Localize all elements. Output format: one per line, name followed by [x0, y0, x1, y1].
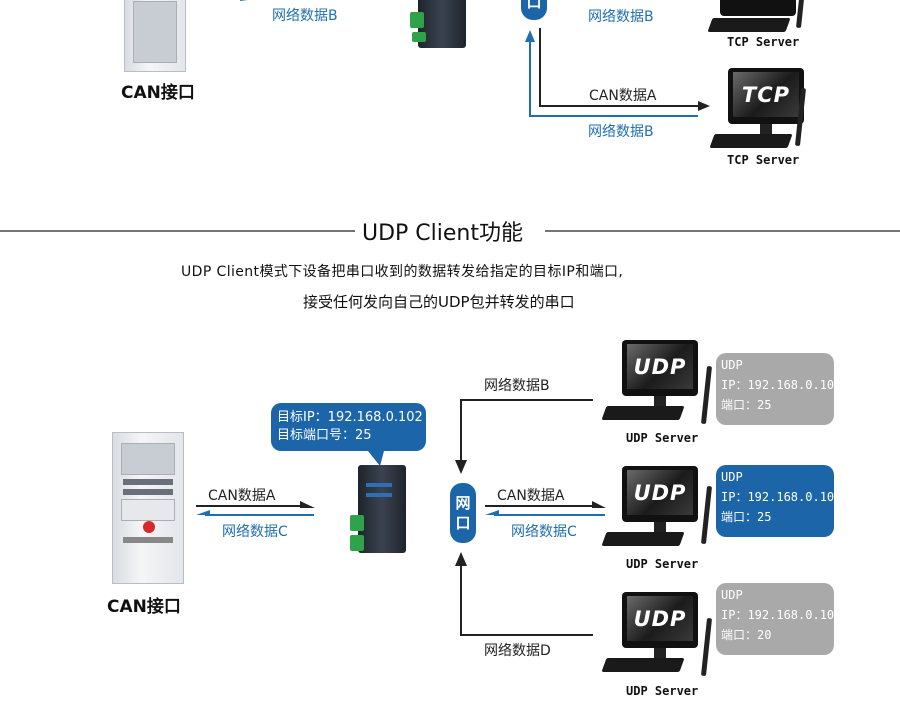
- udp-server-3-monitor: UDP: [622, 592, 698, 648]
- left-can-a-label: CAN数据A: [208, 488, 276, 504]
- udp-server-3-label: UDP Server: [626, 684, 699, 698]
- right-net-d-label: 网络数据D: [484, 643, 551, 659]
- udp-server-1-monitor: UDP: [622, 340, 698, 396]
- can-cabinet: [112, 432, 184, 584]
- udp-server-2-info: UDP IP：192.168.0.102 端口：25: [716, 465, 841, 537]
- top-net-b-left: 网络数据B: [272, 8, 338, 24]
- device-target-bubble: 目标IP：192.168.0.102 目标端口号：25: [271, 403, 426, 451]
- left-net-c-label: 网络数据C: [222, 524, 288, 540]
- udp-server-2-monitor: UDP: [622, 466, 698, 522]
- udp-server-3-info: UDP IP：192.168.0.102 端口：20: [716, 583, 841, 655]
- top-connectors: [240, 0, 710, 117]
- udp-server-1-info: UDP IP：192.168.0.100 端口：25: [716, 353, 841, 425]
- top-server-2-monitor: TCP: [728, 68, 804, 124]
- udp-server-1-label: UDP Server: [626, 431, 699, 445]
- top-server-2-label: TCP Server: [727, 153, 800, 167]
- top-net-port-box: 口: [521, 0, 547, 20]
- top-server-1-monitor: [720, 0, 796, 16]
- right-can-a-label: CAN数据A: [497, 488, 565, 504]
- top-converter-device: [410, 0, 466, 48]
- right-net-c-label: 网络数据C: [511, 524, 577, 540]
- right-net-b-label: 网络数据B: [484, 378, 550, 394]
- top-can-cabinet: [124, 0, 186, 72]
- top-can-a-label: CAN数据A: [589, 88, 657, 104]
- top-net-b-right-bottom: 网络数据B: [588, 124, 654, 140]
- section-desc-line2: 接受任何发向自己的UDP包并转发的串口: [303, 293, 575, 311]
- device-target-ip: 目标IP：192.168.0.102: [277, 410, 423, 425]
- top-cabinet-label: CAN接口: [121, 83, 195, 103]
- net-port-box: 网 口: [450, 483, 476, 543]
- section-title: UDP Client功能: [362, 221, 523, 246]
- top-net-b-right-top: 网络数据B: [588, 9, 654, 25]
- cabinet-label: CAN接口: [107, 597, 181, 617]
- converter-device: [350, 465, 406, 553]
- device-target-port: 目标端口号：25: [277, 428, 372, 443]
- bottom-connectors: [196, 399, 606, 636]
- top-server-1-label: TCP Server: [727, 35, 800, 49]
- section-desc-line1: UDP Client模式下设备把串口收到的数据转发给指定的目标IP和端口,: [181, 264, 624, 280]
- udp-server-2-label: UDP Server: [626, 557, 699, 571]
